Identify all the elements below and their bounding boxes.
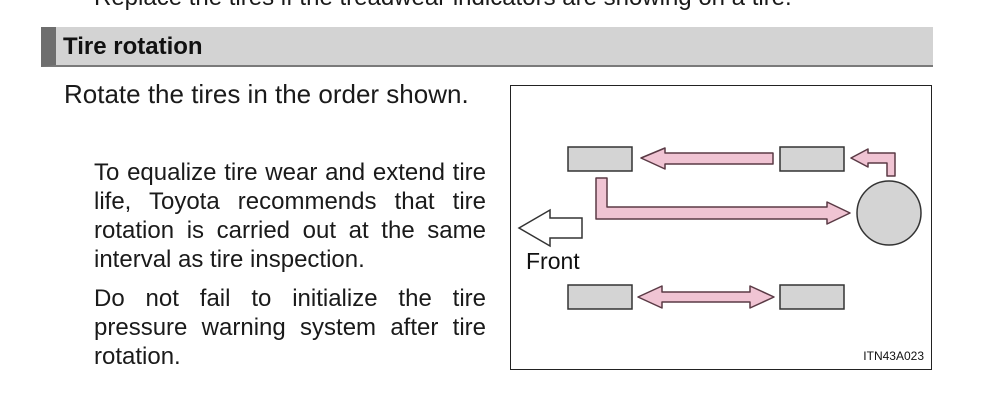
tire-rear-right [779,284,845,310]
arrow-rear-to-front [640,147,774,170]
previous-text-line: Replace the tires if the treadwear indic… [94,0,792,12]
section-header: Tire rotation [41,27,933,67]
spare-tire [856,180,922,246]
arrow-swap-right [637,285,775,309]
tire-front-right [567,284,633,310]
tire-front-left [567,146,633,172]
arrow-spare-to-rear [850,148,896,177]
lead-paragraph: Rotate the tires in the order shown. [64,79,469,109]
note-paragraph: Do not fail to initialize the tire press… [94,285,486,370]
section-title: Tire rotation [63,33,203,60]
front-label: Front [526,248,580,274]
diagram-graphic [517,146,922,310]
arrow-front-to-spare [595,177,851,225]
figure-code: ITN43A023 [863,349,924,363]
front-direction-arrow [517,208,583,248]
tire-rotation-diagram: Front ITN43A023 [510,85,932,370]
tire-rear-left [779,146,845,172]
note-paragraph: To equalize tire wear and extend tire li… [94,159,486,273]
